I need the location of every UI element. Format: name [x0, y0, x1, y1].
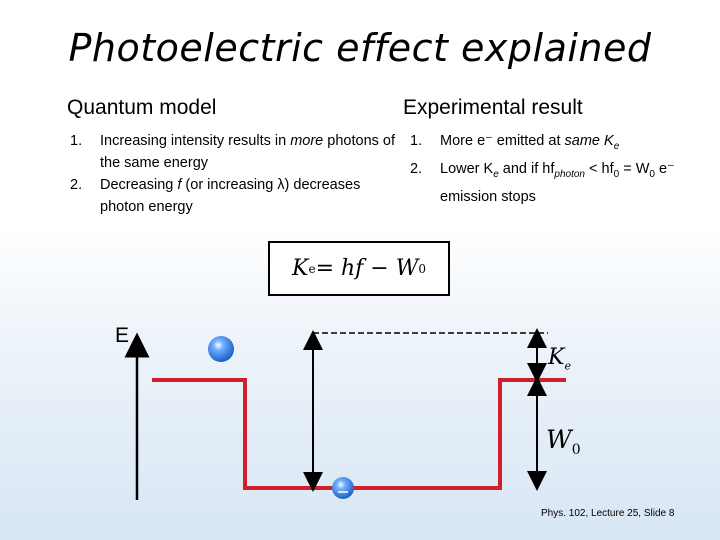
ke-label-main: K [548, 345, 564, 370]
free-electron-icon [208, 336, 234, 362]
potential-well [152, 380, 566, 488]
slide-footer: Phys. 102, Lecture 25, Slide 8 [541, 508, 674, 519]
w0-label-main: W [546, 425, 572, 454]
ke-label-subscript: e [564, 359, 571, 372]
ke-label: Ke [548, 345, 571, 372]
bound-electron-icon [332, 477, 354, 499]
w0-label: W0 [546, 425, 581, 458]
w0-label-subscript: 0 [572, 442, 581, 458]
energy-axis-label: E [115, 324, 129, 348]
